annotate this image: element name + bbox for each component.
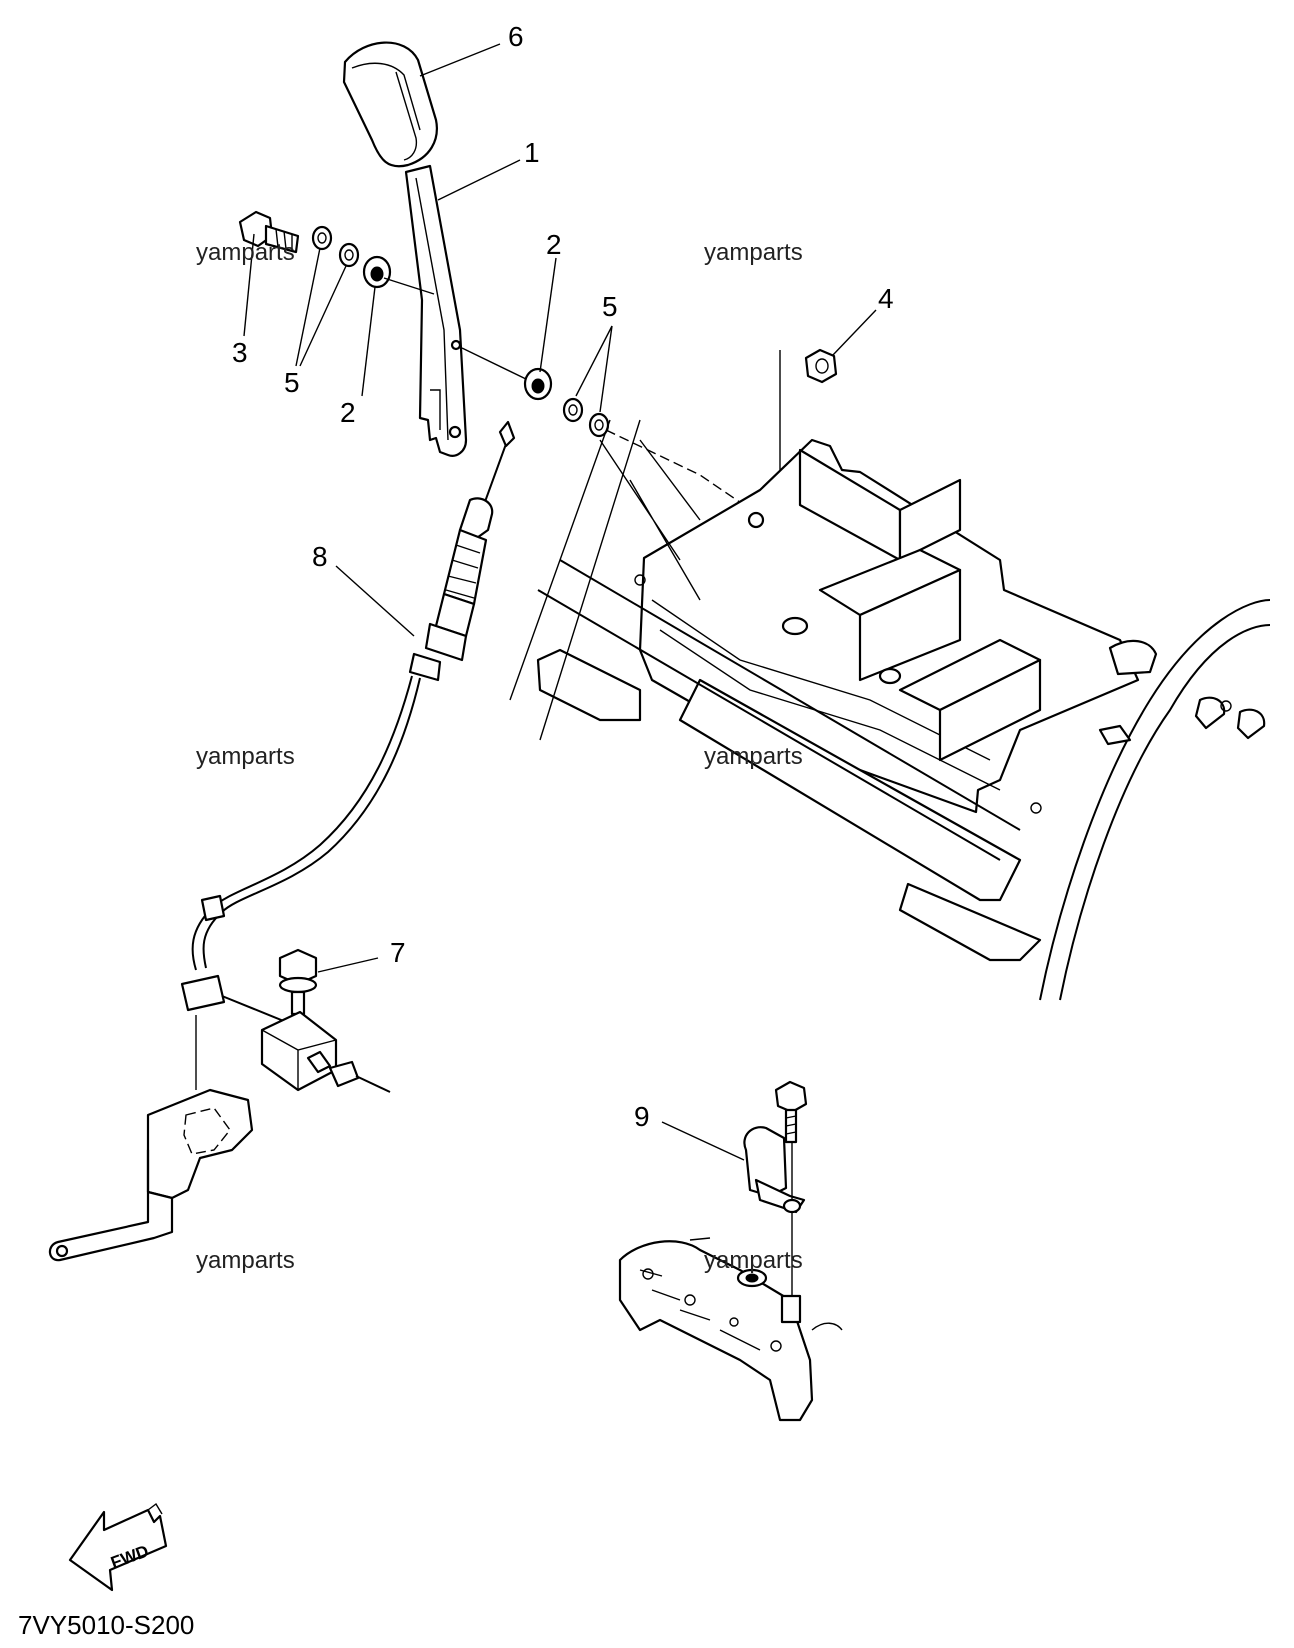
callout-6: 6 [508,21,524,52]
lower-frame [618,1237,843,1422]
clamp-assembly [743,1080,808,1300]
callout-2-right: 2 [546,229,562,260]
callout-3: 3 [232,337,248,368]
bolt [238,210,300,254]
watermark: yamparts [196,743,295,770]
washers-right [461,347,745,506]
callout-labels: 6 1 3 5 2 2 5 4 8 7 9 [232,21,894,1132]
frame-housing [509,419,1271,1001]
leader-lines [243,43,877,1161]
watermark: yamparts [704,1247,803,1274]
washers-left [311,225,435,295]
callout-1: 1 [524,137,540,168]
watermark: yamparts [704,743,803,770]
watermark: yamparts [704,239,803,266]
shift-lever [404,164,468,457]
shift-knob [342,41,438,168]
callout-9: 9 [634,1101,650,1132]
callout-5-left: 5 [284,367,300,398]
callout-8: 8 [312,541,328,572]
callout-7: 7 [390,937,406,968]
watermark: yamparts [196,1247,295,1274]
cable-bracket [48,1088,254,1262]
callout-2-left: 2 [340,397,356,428]
switch-assembly [260,948,391,1093]
watermark: yamparts [196,239,295,266]
diagram-code: 7VY5010-S200 [18,1610,194,1640]
watermarks: yamparts yamparts yamparts yamparts yamp… [196,239,803,1274]
fwd-arrow: FWD [68,1502,168,1592]
callout-4: 4 [878,283,894,314]
callout-5-right: 5 [602,291,618,322]
shift-cable [180,420,516,1090]
